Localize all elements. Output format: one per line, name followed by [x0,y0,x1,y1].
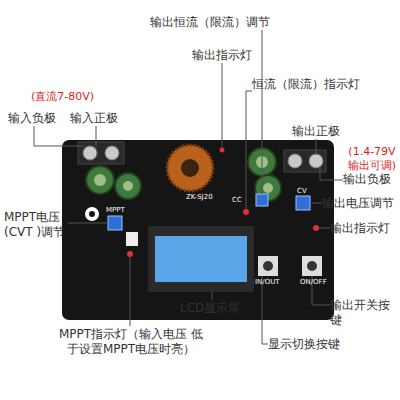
leader-line [246,91,252,209]
leader-line [320,166,343,180]
pcb-board [62,140,334,320]
push-button-cap [263,261,273,271]
leader-line [96,126,97,147]
capacitor-top [123,181,133,191]
callout-label: 显示切换按键 [268,337,340,352]
capacitor-top [94,174,106,186]
leader-line [310,203,322,204]
spec-note: (1.4-79V 输出可调) [344,145,400,173]
potentiometer [108,216,122,230]
capacitor [86,166,114,194]
leader-line [222,63,223,148]
logo [85,207,99,221]
leader-line [34,126,84,146]
lcd-screen [155,236,247,282]
lcd-frame [148,226,254,292]
leader-line [262,30,263,194]
callout-label: 输入负极 [8,111,56,126]
silkscreen-text: CC [232,197,242,204]
push-button [258,256,278,276]
inductor-coil [167,145,213,191]
connector [126,232,138,246]
silkscreen-text: CV [297,188,307,195]
leader-line [68,223,108,224]
capacitor-top [263,183,273,193]
output-led [313,225,319,231]
mppt-led [127,251,133,257]
callout-label: 输出正极 [292,124,340,139]
callout-label: 输出负极 [343,172,391,187]
capacitor [115,173,141,199]
terminal-screw [288,154,302,168]
spec-note: (直流7-80V) [31,90,94,104]
callout-label: 输出指示灯 [192,48,252,63]
silkscreen-text: IN/OUT [255,279,280,286]
potentiometer [256,194,268,206]
cc-led [243,209,249,215]
callout-label: 输出电压调节 [322,196,394,211]
led [220,148,225,153]
callout-label: MPPT电压 (CVT )调节 [4,210,70,240]
push-button [302,256,322,276]
leader-line [212,292,213,300]
leader-line [262,276,268,344]
terminal-screw [309,154,323,168]
silkscreen-text: MPPT [106,207,125,214]
callout-label: 输入正极 [70,111,118,126]
potentiometer [296,196,310,210]
callout-label: 恒流（限流）指示灯 [252,77,360,92]
input-terminal [78,142,124,164]
terminal-screw [83,146,97,160]
terminal-screw [105,146,119,160]
callout-label: LCD显示屏 [180,301,240,316]
callout-label: MPPT指示灯（输入电压 低于设置MPPT电压时亮） [55,327,207,357]
callout-label: 输出指示灯 [330,221,390,236]
leader-line [319,228,330,229]
leader-line [130,257,131,326]
push-button-cap [307,261,317,271]
silkscreen-text: ZK-SJ20 [186,194,213,201]
callout-label: 输出恒流（限流）调节 [150,15,270,30]
leader-line [316,139,317,155]
callout-label: 输出开关按键 [330,298,400,328]
silkscreen-text: ON/OFF [300,279,327,286]
logo [89,211,95,217]
inductor-core [181,159,199,177]
